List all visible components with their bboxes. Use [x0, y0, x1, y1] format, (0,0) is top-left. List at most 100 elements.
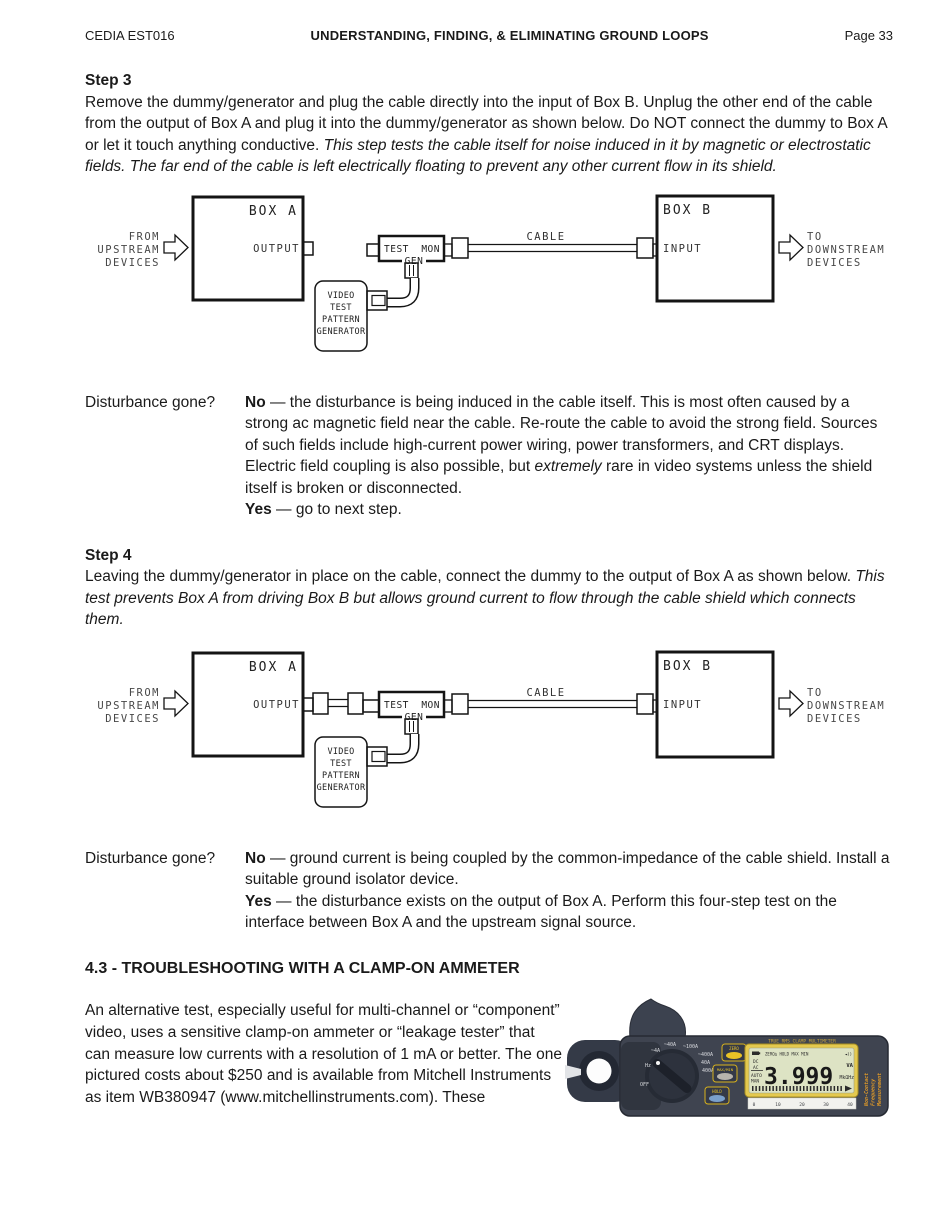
svg-text:DC: DC	[753, 1059, 759, 1065]
lcd-display: ZERO∆ HOLD MAX MIN ◄)) DC AC AUTO MAN 3.…	[744, 1043, 859, 1110]
upstream-label: FROM UPSTREAM DEVICES	[97, 231, 160, 269]
svg-text:400A: 400A	[702, 1068, 714, 1074]
header-title: UNDERSTANDING, FINDING, & ELIMINATING GR…	[310, 28, 709, 43]
svg-text:UPSTREAM: UPSTREAM	[97, 700, 160, 712]
svg-text:TEST: TEST	[330, 759, 352, 769]
box-a: BOX A OUTPUT	[191, 195, 314, 301]
battery-icon	[752, 1051, 759, 1055]
svg-text:FROM: FROM	[129, 231, 160, 243]
test-port-stub	[362, 698, 380, 713]
svg-text:DEVICES: DEVICES	[807, 713, 862, 725]
svg-text:OUTPUT: OUTPUT	[253, 699, 300, 711]
svg-text:~4A: ~4A	[651, 1048, 660, 1054]
svg-text:OFF: OFF	[640, 1082, 649, 1088]
step3-text: Remove the dummy/generator and plug the …	[85, 93, 887, 154]
q2-no: No — ground current is being coupled by …	[245, 849, 890, 889]
generator-cable	[366, 277, 420, 311]
svg-text:BOX B: BOX B	[663, 203, 712, 218]
section-43-paragraph: An alternative test, especially useful f…	[85, 1002, 563, 1107]
page-header: CEDIA EST016 UNDERSTANDING, FINDING, & E…	[85, 28, 893, 43]
rotary-dial: OFF Hz ~4A ~40A ~100A ~400A 40A 400A	[640, 1042, 714, 1103]
box-b: BOX B INPUT	[655, 650, 775, 758]
clamp-hole	[586, 1058, 612, 1084]
svg-text:PATTERN: PATTERN	[322, 315, 360, 325]
svg-text:GEN: GEN	[405, 712, 424, 723]
generator-connector	[366, 745, 388, 767]
svg-text:GENERATOR: GENERATOR	[317, 783, 366, 793]
clamp-trigger	[629, 998, 686, 1039]
svg-text:Frequency: Frequency	[871, 1078, 877, 1106]
svg-text:BOX B: BOX B	[663, 659, 712, 674]
svg-text:10: 10	[775, 1102, 781, 1108]
svg-text:INPUT: INPUT	[663, 243, 702, 255]
downstream-arrow-icon	[778, 232, 804, 262]
cable: CABLE	[443, 231, 658, 259]
svg-text:MAN: MAN	[751, 1079, 759, 1085]
svg-text:MAX/MIN: MAX/MIN	[717, 1067, 734, 1072]
cable: CABLE	[443, 687, 658, 715]
step4-paragraph: Leaving the dummy/generator in place on …	[85, 566, 893, 631]
svg-text:TEST: TEST	[384, 244, 409, 255]
svg-text:Hz: Hz	[645, 1063, 651, 1069]
svg-text:Measurement: Measurement	[877, 1073, 883, 1107]
downstream-label: TO DOWNSTREAM DEVICES	[807, 687, 884, 725]
svg-text:OUTPUT: OUTPUT	[253, 243, 300, 255]
section-43-heading: 4.3 - TROUBLESHOOTING WITH A CLAMP-ON AM…	[85, 959, 520, 977]
svg-text:VIDEO: VIDEO	[327, 747, 354, 757]
svg-text:40A: 40A	[701, 1060, 710, 1066]
upstream-arrow-icon	[163, 232, 189, 262]
q1-no: No — the disturbance is being induced in…	[245, 393, 878, 497]
step3-paragraph: Remove the dummy/generator and plug the …	[85, 92, 893, 178]
svg-text:INPUT: INPUT	[663, 699, 702, 711]
diagram-step3: FROM UPSTREAM DEVICES BOX A OUTPUT TEST …	[97, 194, 885, 352]
svg-text:VA: VA	[846, 1063, 853, 1069]
q2-answer: No — ground current is being coupled by …	[245, 848, 893, 934]
disturbance-q2: Disturbance gone? No — ground current is…	[85, 848, 950, 934]
svg-text:AC: AC	[753, 1065, 759, 1071]
svg-text:GENERATOR: GENERATOR	[317, 327, 366, 337]
svg-text:PATTERN: PATTERN	[322, 771, 360, 781]
clamp-meter-photo: OFF Hz ~4A ~40A ~100A ~400A 40A 400A ZER…	[565, 994, 895, 1194]
header-doc-id: CEDIA EST016	[85, 28, 175, 43]
svg-text:CABLE: CABLE	[526, 687, 565, 699]
svg-text:30: 30	[823, 1102, 829, 1108]
section-43-body: An alternative test, especially useful f…	[85, 998, 950, 1194]
q1-answer: No — the disturbance is being induced in…	[245, 392, 893, 521]
svg-text:MkΩHz: MkΩHz	[840, 1075, 855, 1081]
svg-text:~40A: ~40A	[664, 1042, 676, 1048]
svg-text:TEST: TEST	[330, 303, 352, 313]
step4-heading: Step 4	[85, 546, 132, 564]
generator-cable	[366, 733, 420, 767]
upstream-label: FROM UPSTREAM DEVICES	[97, 687, 160, 725]
step3-heading: Step 3	[85, 72, 132, 89]
maxmin-button: MAX/MIN	[712, 1064, 738, 1083]
q1-label: Disturbance gone?	[85, 393, 216, 411]
svg-text:MON: MON	[421, 244, 440, 255]
q2-yes: Yes — the disturbance exists on the outp…	[245, 892, 837, 932]
disturbance-q1: Disturbance gone? No — the disturbance i…	[85, 392, 950, 521]
svg-text:ZERO: ZERO	[729, 1046, 739, 1051]
generator-box: VIDEO TEST PATTERN GENERATOR	[314, 735, 368, 808]
svg-text:MON: MON	[421, 700, 440, 711]
diagram-step4: FROM UPSTREAM DEVICES BOX A OUTPUT TEST …	[97, 650, 884, 808]
generator-connector	[366, 289, 388, 311]
q2-label: Disturbance gone?	[85, 849, 216, 867]
svg-text:TO: TO	[807, 231, 823, 243]
dummy-adapter: TEST MON GEN	[362, 690, 446, 735]
svg-text:CABLE: CABLE	[526, 231, 565, 243]
svg-text:ZERO∆ HOLD MAX MIN: ZERO∆ HOLD MAX MIN	[765, 1052, 809, 1057]
svg-text:DOWNSTREAM: DOWNSTREAM	[807, 244, 885, 256]
dummy-adapter: TEST MON GEN	[366, 234, 446, 279]
svg-text:HOLD: HOLD	[712, 1089, 722, 1094]
step4-text-italic: This test prevents Box A from driving Bo…	[85, 568, 885, 628]
svg-text:~100A: ~100A	[683, 1044, 698, 1050]
svg-text:FROM: FROM	[129, 687, 160, 699]
svg-text:DEVICES: DEVICES	[105, 257, 160, 269]
speaker-icon: ◄))	[845, 1052, 852, 1057]
side-feature-text: Non-Contact Frequency Measurement	[864, 1073, 883, 1107]
clamp-jaw-gap	[565, 1065, 581, 1079]
output-connector	[302, 240, 314, 256]
svg-text:BOX A: BOX A	[249, 204, 298, 219]
svg-text:20: 20	[799, 1102, 805, 1108]
box-a: BOX A OUTPUT	[191, 651, 314, 757]
